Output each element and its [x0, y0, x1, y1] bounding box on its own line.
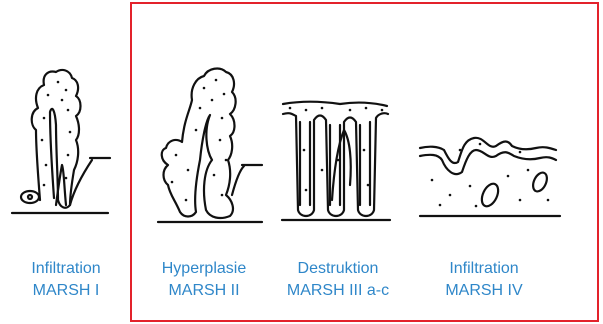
crypt-remnant [530, 170, 549, 193]
label-marsh-iii: Destruktion MARSH III a-c [282, 258, 394, 302]
marsh-iv-drawing [420, 138, 560, 216]
stipple-dots [431, 143, 550, 208]
label-marsh-ii-title: Hyperplasie [148, 258, 260, 280]
label-marsh-iv: Infiltration MARSH IV [428, 258, 540, 302]
marsh-i-drawing [12, 70, 110, 213]
label-marsh-iii-title: Destruktion [282, 258, 394, 280]
label-marsh-iii-grade: MARSH III a-c [282, 280, 394, 302]
marsh-ii-drawing [158, 69, 262, 222]
label-marsh-iv-grade: MARSH IV [428, 280, 540, 302]
crypt-wall [232, 166, 244, 195]
villus-stub [332, 130, 351, 200]
villus-outline [162, 69, 236, 218]
label-marsh-ii: Hyperplasie MARSH II [148, 258, 260, 302]
label-marsh-iv-title: Infiltration [428, 258, 540, 280]
crypt-remnant [479, 181, 502, 209]
marsh-iii-drawing [282, 102, 390, 220]
label-marsh-i-title: Infiltration [2, 258, 130, 280]
label-marsh-i: Infiltration MARSH I [2, 258, 130, 302]
cell-ellipse [21, 191, 39, 203]
villus-outline [32, 70, 81, 208]
label-marsh-ii-grade: MARSH II [148, 280, 260, 302]
label-marsh-i-grade: MARSH I [2, 280, 130, 302]
crypt-wall [70, 160, 92, 205]
surface-top [283, 102, 387, 106]
cell-nucleus [28, 195, 32, 199]
surface-inner [420, 150, 556, 174]
